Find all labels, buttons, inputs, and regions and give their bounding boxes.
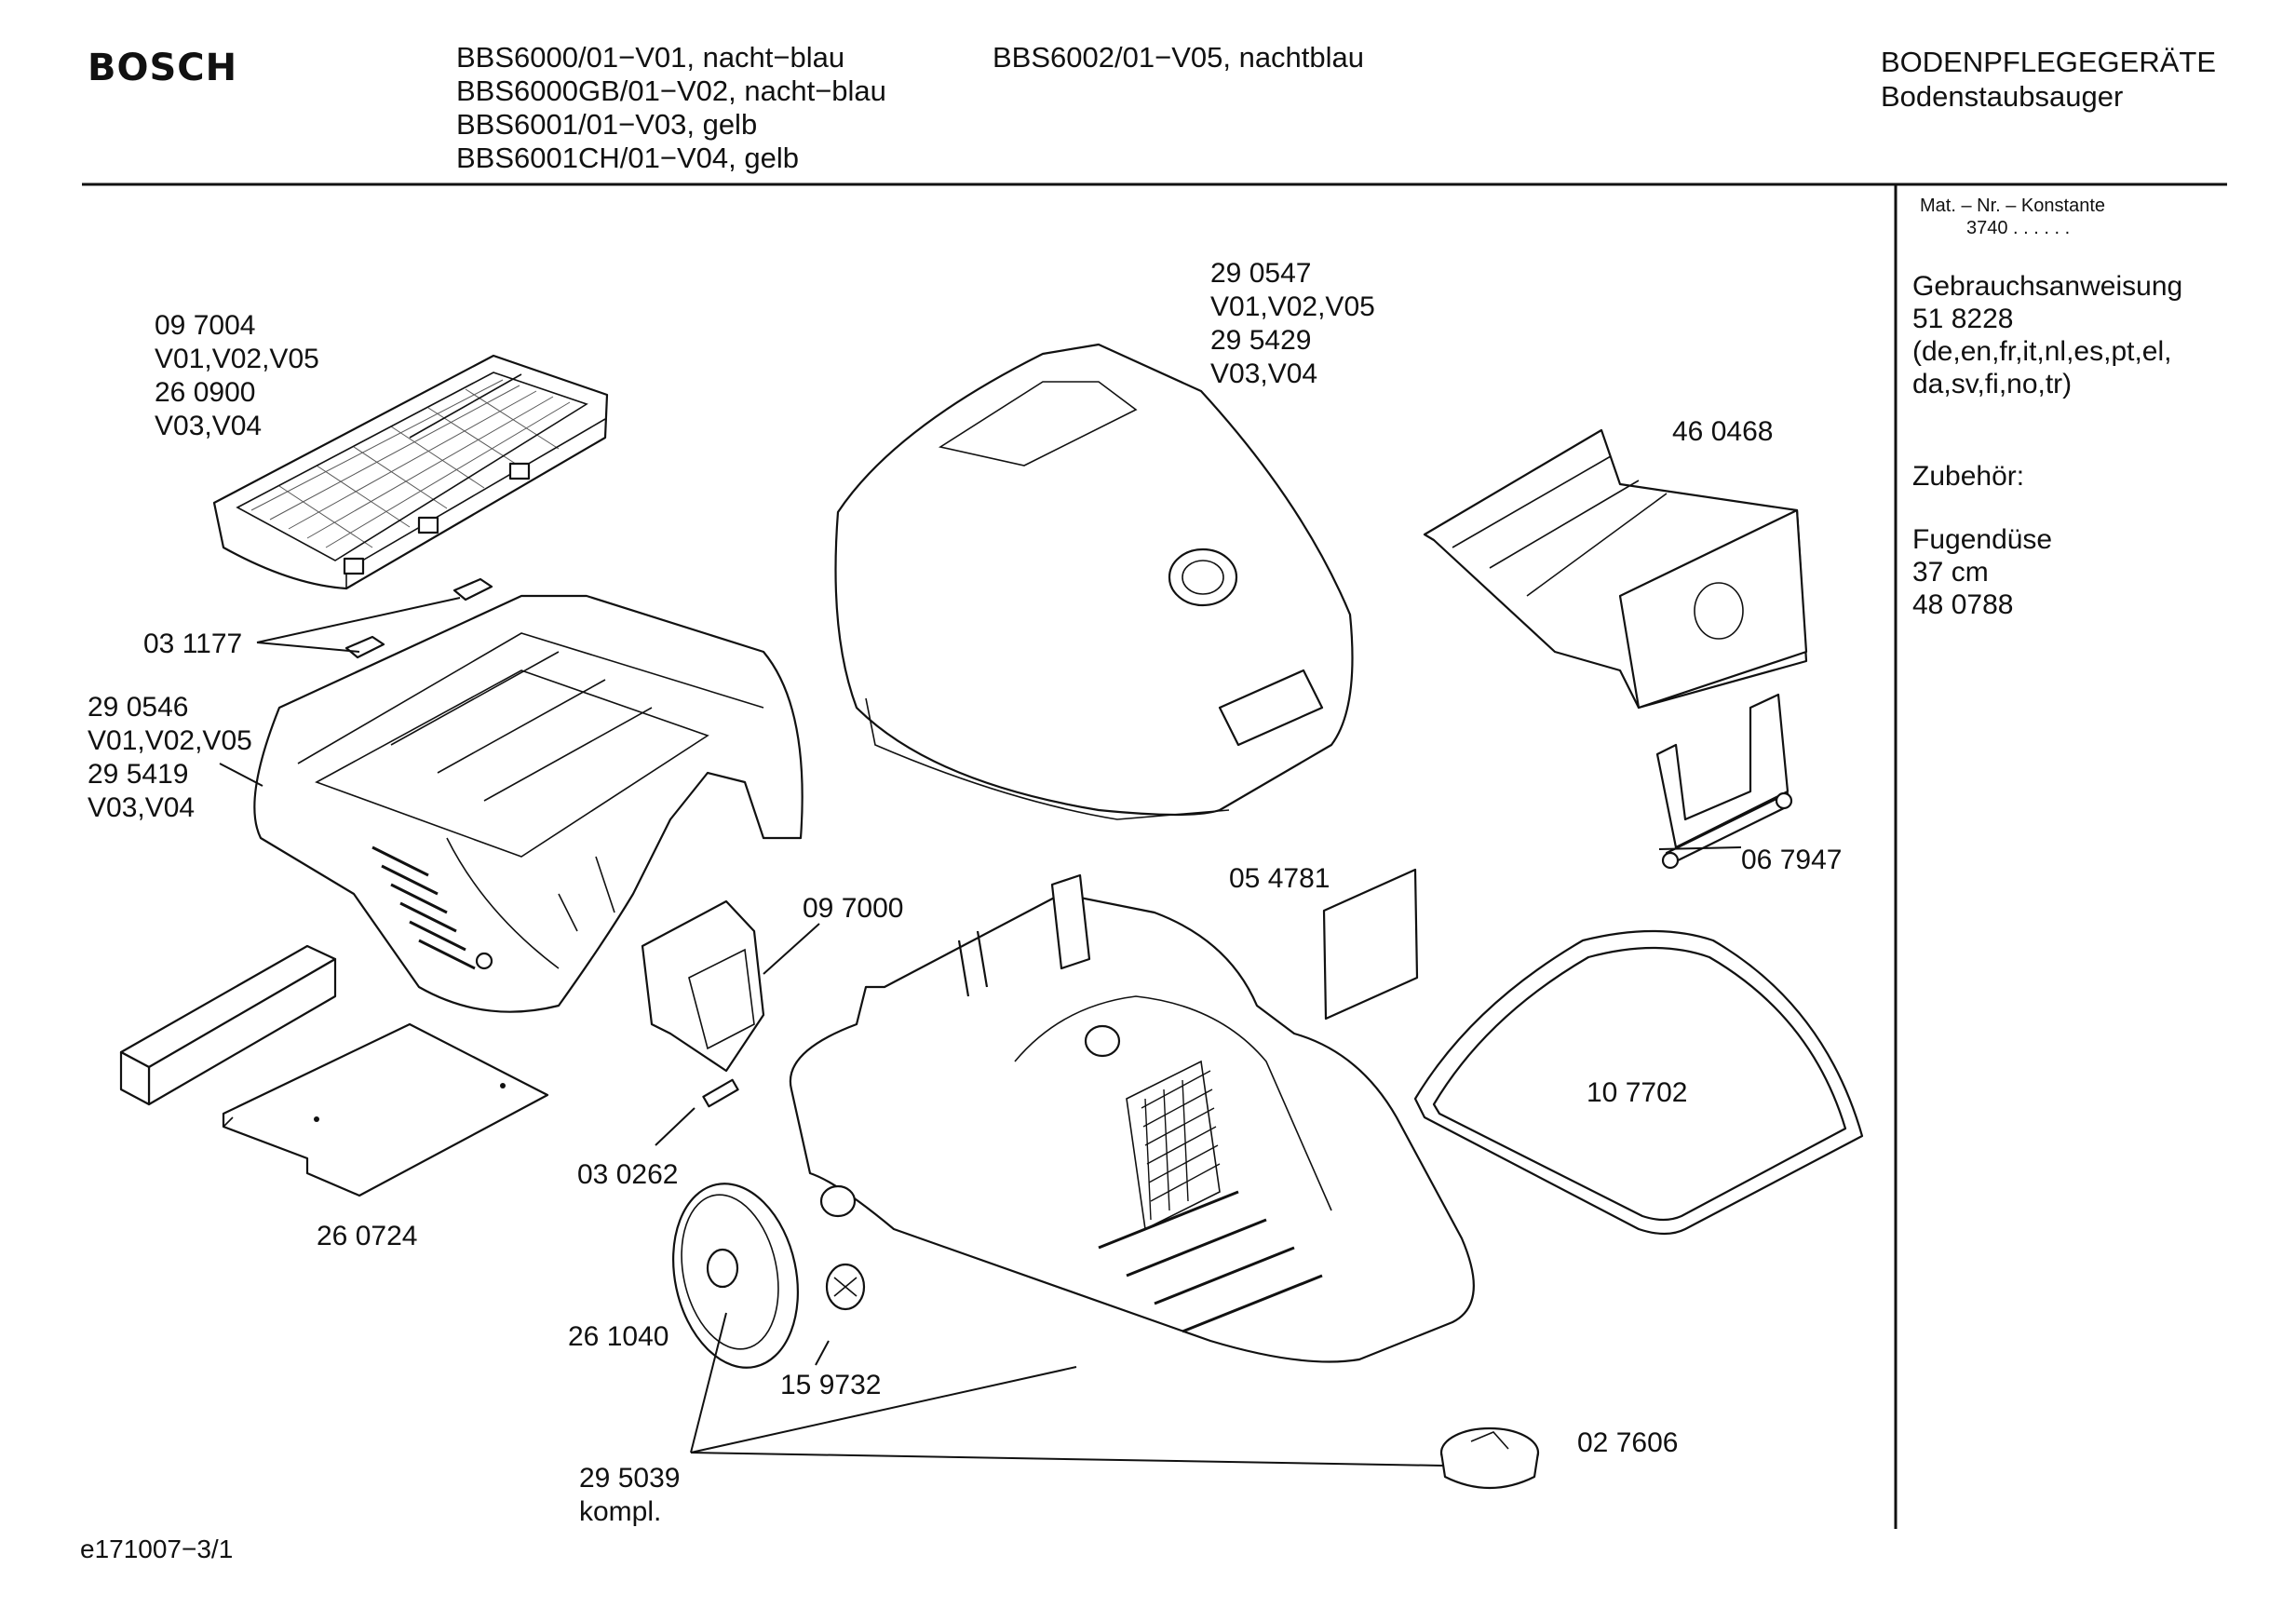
drawing-number: e171007−3/1 [80, 1535, 234, 1563]
part-variant: V01,V02,V05 [1210, 291, 1375, 322]
wheel-hub-part [825, 1263, 866, 1311]
part-label-bag-holder: 06 7947 [1741, 844, 1842, 877]
seal-part [1413, 929, 1864, 1236]
housing-top-part [253, 594, 804, 1013]
part-number: 29 5429 [1210, 325, 1312, 356]
part-number: 06 7947 [1741, 845, 1843, 875]
model-list-column-1: BBS6000/01−V01, nacht−blau BBS6000GB/01−… [456, 41, 886, 175]
part-number: 03 0262 [577, 1159, 679, 1190]
part-label-dust-bag: 46 0468 [1672, 415, 1773, 449]
model-line: BBS6000/01−V01, nacht−blau [456, 41, 845, 74]
brand-logo: BOSCH [88, 47, 238, 89]
leader-lines [219, 597, 1742, 1467]
mat-number-value: 3740 . . . . . . [1966, 218, 2071, 238]
category-subtitle: Bodenstaubsauger [1881, 80, 2124, 113]
part-number: 02 7606 [1577, 1427, 1679, 1458]
vacuum-base-part [789, 873, 1475, 1363]
manual-languages: (de,en,fr,it,nl,es,pt,el, [1912, 336, 2172, 367]
part-number: 26 0724 [317, 1221, 418, 1251]
model-line: BBS6001CH/01−V04, gelb [456, 142, 799, 174]
part-number: 29 5419 [88, 759, 189, 790]
part-note: kompl. [579, 1496, 662, 1527]
part-label-motor-filter: 05 4781 [1229, 862, 1330, 896]
part-number: 29 5039 [579, 1463, 681, 1494]
part-variant: V01,V02,V05 [155, 344, 319, 374]
part-number: 03 1177 [143, 629, 243, 659]
filter-cover-part [212, 354, 609, 590]
part-label-valve: 09 7000 [803, 892, 903, 926]
part-variant: V01,V02,V05 [88, 725, 252, 756]
part-number: 09 7000 [803, 893, 904, 924]
part-number: 29 0547 [1210, 258, 1312, 289]
part-label-caster: 02 7606 [1577, 1426, 1678, 1460]
pin-part [702, 1078, 739, 1108]
part-label-filter-cover: 09 7004 V01,V02,V05 26 0900 V03,V04 [155, 309, 319, 443]
accessory-number: 48 0788 [1912, 589, 2014, 620]
part-label-filter-sheet: 26 0724 [317, 1220, 417, 1253]
category-title: BODENPFLEGEGERÄTE [1881, 46, 2217, 78]
wheel-part [672, 1183, 799, 1369]
model-list-column-2: BBS6002/01−V05, nachtblau [993, 41, 1364, 74]
dust-bag-part [1423, 428, 1808, 710]
part-number: 15 9732 [780, 1370, 882, 1400]
part-label-wheel-hub: 15 9732 [780, 1369, 881, 1402]
motor-filter-part [1322, 868, 1419, 1021]
part-number: 05 4781 [1229, 863, 1330, 894]
part-number: 26 0900 [155, 377, 256, 408]
caster-part [1439, 1426, 1540, 1490]
part-number: 09 7004 [155, 310, 256, 341]
part-number: 46 0468 [1672, 416, 1774, 447]
mat-number-label: Mat. – Nr. – Konstante [1920, 196, 2105, 216]
part-number: 10 7702 [1587, 1077, 1688, 1108]
manual-title: Gebrauchsanweisung [1912, 271, 2183, 302]
bag-holder-part [1655, 693, 1793, 870]
part-label-wheel: 26 1040 [568, 1320, 669, 1354]
model-line: BBS6002/01−V05, nachtblau [993, 41, 1365, 74]
accessory-name: Fugendüse [1912, 524, 2053, 555]
part-label-lid: 29 0547 V01,V02,V05 29 5429 V03,V04 [1210, 257, 1375, 391]
part-label-clips: 03 1177 [143, 628, 242, 661]
manual-number: 51 8228 [1912, 304, 2014, 334]
part-variant: V03,V04 [1210, 358, 1318, 389]
part-variant: V03,V04 [88, 792, 196, 823]
lid-part [834, 343, 1354, 820]
part-label-seal: 10 7702 [1587, 1076, 1687, 1110]
part-label-housing-top: 29 0546 V01,V02,V05 29 5419 V03,V04 [88, 691, 252, 825]
part-number: 26 1040 [568, 1321, 669, 1352]
manual-languages: da,sv,fi,no,tr) [1912, 369, 2073, 399]
valve-part [641, 899, 765, 1073]
foam-strip-part [119, 944, 337, 1106]
model-line: BBS6001/01−V03, gelb [456, 108, 758, 141]
part-number: 29 0546 [88, 692, 189, 723]
filter-sheet-part [222, 1022, 549, 1197]
accessory-size: 37 cm [1912, 557, 1989, 588]
accessories-title: Zubehör: [1912, 461, 2025, 492]
part-variant: V03,V04 [155, 411, 263, 441]
model-line: BBS6000GB/01−V02, nacht−blau [456, 74, 886, 107]
part-label-pin: 03 0262 [577, 1158, 678, 1192]
part-label-base-complete: 29 5039 kompl. [579, 1462, 680, 1529]
